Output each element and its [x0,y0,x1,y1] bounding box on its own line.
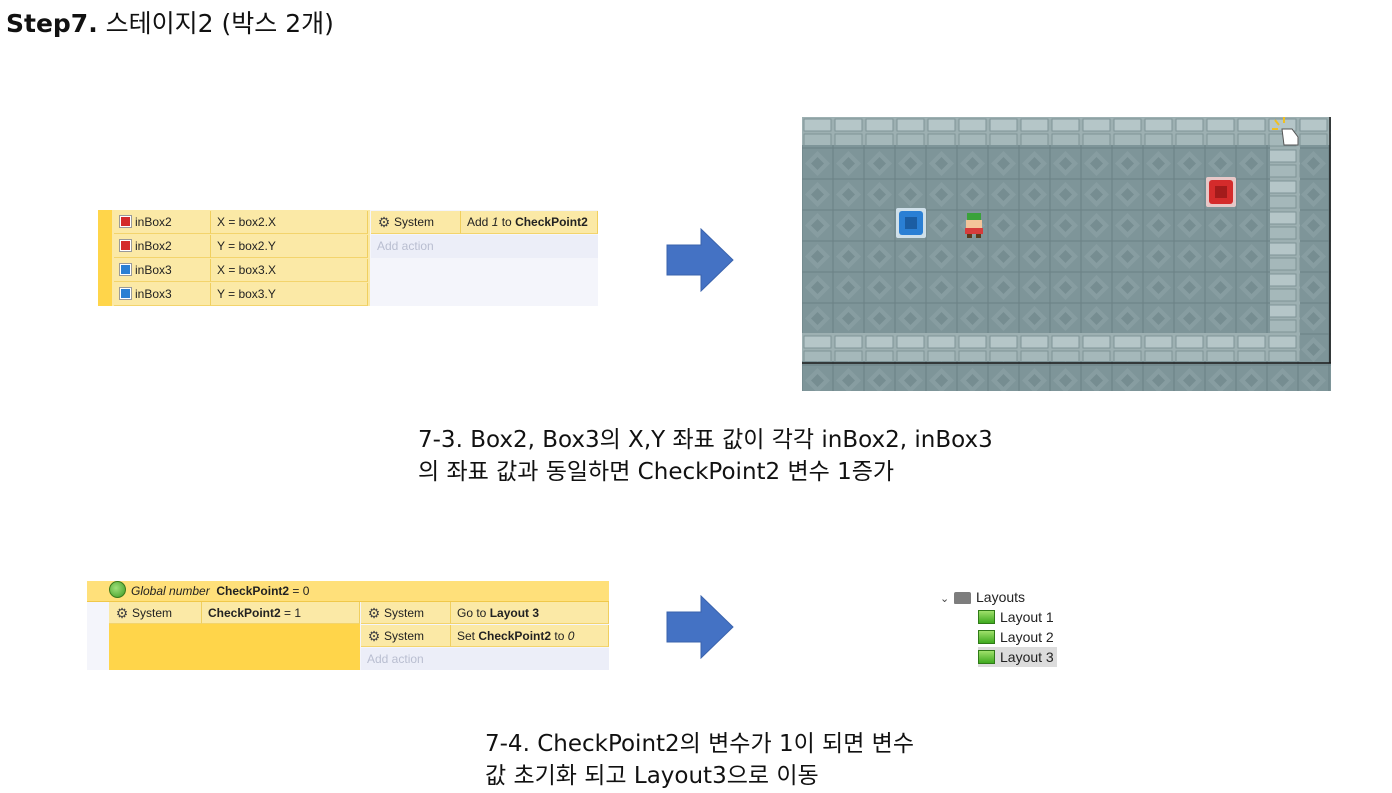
event-sheet-1: inBox2 X = box2.X inBox2 Y = box2.Y inBo… [98,210,598,306]
layout-item[interactable]: Layout 2 [978,627,1058,647]
inbox2-icon [120,216,131,227]
condition-expression[interactable]: Y = box3.Y [211,283,368,306]
action-object[interactable]: ⚙System [371,211,461,234]
layout-item[interactable]: Layout 1 [978,607,1058,627]
condition-expression[interactable]: Y = box2.Y [211,235,368,258]
inbox3-icon [120,288,131,299]
action-object[interactable]: ⚙System [361,625,451,647]
player-character-icon [965,213,983,238]
layouts-tree: ⌄Layouts Layout 1 Layout 2 Layout 3 [938,587,1318,671]
layout-icon [978,610,995,624]
layouts-folder[interactable]: ⌄Layouts [940,587,1025,607]
title-text: 스테이지2 (박스 2개) [97,9,334,38]
box-blue-icon [896,208,926,238]
arrow-right-icon [666,228,734,292]
condition-object[interactable]: inBox2 [114,211,211,234]
layout-icon [978,650,995,664]
add-action-link[interactable]: Add action [361,648,609,670]
caption-7-4: 7-4. CheckPoint2의 변수가 1이 되면 변수 값 초기화 되고 … [485,728,914,792]
layout-item-selected[interactable]: Layout 3 [978,647,1057,667]
chevron-down-icon[interactable]: ⌄ [940,593,950,605]
folder-icon [954,592,971,604]
globe-icon [109,581,126,598]
inbox3-icon [120,264,131,275]
condition-object[interactable]: ⚙System [109,602,202,624]
gear-icon: ⚙ [367,628,381,644]
layout-icon [978,630,995,644]
event-margin [87,602,109,670]
action-set-variable[interactable]: Set CheckPoint2 to 0 [451,625,609,647]
add-action-link[interactable]: Add action [371,235,598,258]
title-step: Step7. [6,9,98,38]
action-add-checkpoint[interactable]: Add 1 to CheckPoint2 [461,211,598,234]
caption-line: 7-3. Box2, Box3의 X,Y 좌표 값이 각각 inBox2, in… [418,427,993,453]
caption-line: 의 좌표 값과 동일하면 CheckPoint2 변수 1증가 [418,459,895,485]
gear-icon: ⚙ [367,605,381,621]
action-object[interactable]: ⚙System [361,602,451,624]
event-margin [98,210,112,306]
page-title: Step7. 스테이지2 (박스 2개) [6,4,334,40]
pointer-hand-icon [1272,117,1299,146]
game-stage-preview [802,117,1331,391]
caption-line: 7-4. CheckPoint2의 변수가 1이 되면 변수 [485,731,914,757]
gear-icon: ⚙ [115,605,129,621]
box-red-icon [1206,177,1236,207]
action-go-to-layout[interactable]: Go to Layout 3 [451,602,609,624]
condition-expression[interactable]: X = box3.X [211,259,368,282]
event-sheet-2: Global number CheckPoint2 = 0 ⚙System Ch… [87,581,609,670]
condition-object[interactable]: inBox3 [114,283,211,306]
arrow-right-icon [666,595,734,659]
condition-object[interactable]: inBox3 [114,259,211,282]
global-variable-row[interactable]: Global number CheckPoint2 = 0 [87,581,609,602]
gear-icon: ⚙ [377,214,391,230]
condition-expression[interactable]: CheckPoint2 = 1 [202,602,360,624]
caption-7-3: 7-3. Box2, Box3의 X,Y 좌표 값이 각각 inBox2, in… [418,424,993,488]
caption-line: 값 초기화 되고 Layout3으로 이동 [485,763,819,789]
condition-object[interactable]: inBox2 [114,235,211,258]
condition-expression[interactable]: X = box2.X [211,211,368,234]
inbox2-icon [120,240,131,251]
